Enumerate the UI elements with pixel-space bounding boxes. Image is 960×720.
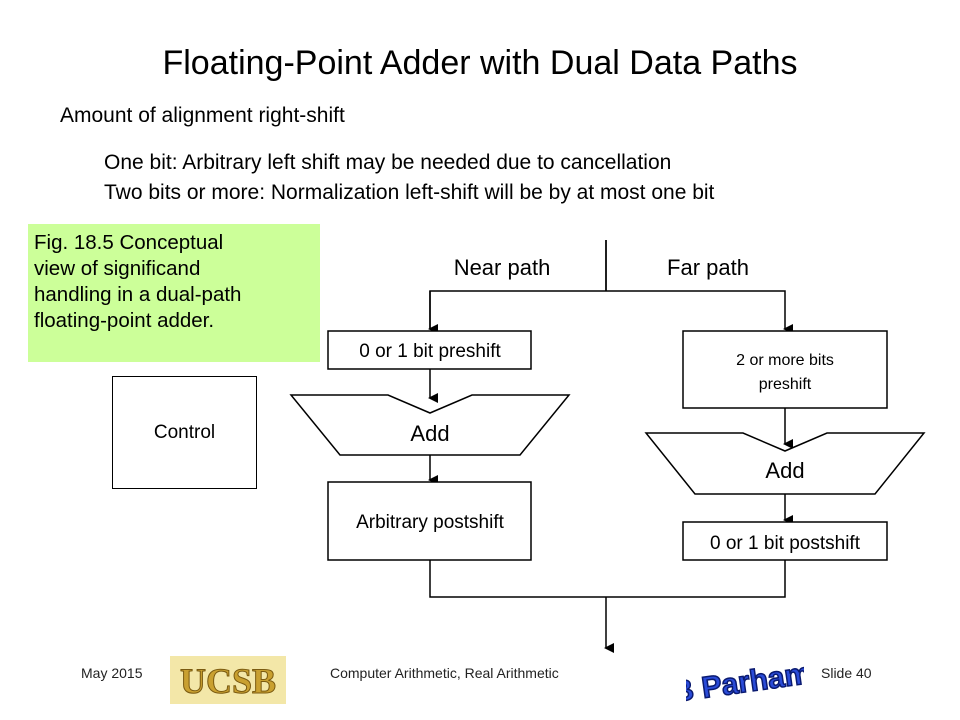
parhami-logo: B Parhami	[686, 655, 804, 706]
caption-line: Fig. 18.5 Conceptual	[34, 231, 224, 254]
near-adder-shape	[289, 394, 571, 456]
far-preshift-label-1: 2 or more bits	[736, 352, 834, 369]
footer-course: Computer Arithmetic, Real Arithmetic	[330, 665, 559, 681]
control-label: Control	[153, 421, 216, 443]
footer-date: May 2015	[81, 665, 143, 681]
svg-text:B Parhami: B Parhami	[686, 656, 804, 706]
control-box: Control	[112, 376, 257, 489]
caption-line: handling in a dual-path	[34, 283, 242, 306]
near-preshift-box	[327, 330, 532, 370]
far-postshift-label: 0 or 1 bit postshift	[710, 533, 861, 554]
far-preshift-label-2: preshift	[759, 376, 812, 393]
far-add-label: Add	[765, 458, 804, 483]
far-postshift-box	[682, 521, 888, 561]
far-preshift-box	[682, 330, 888, 409]
near-preshift-label: 0 or 1 bit preshift	[359, 341, 501, 362]
near-postshift-label: Arbitrary postshift	[356, 512, 505, 533]
svg-text:UCSB: UCSB	[180, 661, 276, 701]
far-adder-shape	[644, 432, 926, 495]
near-add-label: Add	[410, 421, 449, 446]
figure-caption: Fig. 18.5 Conceptual view of significand…	[28, 224, 320, 362]
slide-title: Floating-Point Adder with Dual Data Path…	[162, 44, 798, 82]
caption-line: floating-point adder.	[34, 309, 215, 332]
split-bar	[429, 290, 793, 334]
near-postshift-box	[327, 481, 532, 561]
bullet-one-bit: One bit: Arbitrary left shift may be nee…	[104, 151, 672, 174]
alignment-heading: Amount of alignment right-shift	[60, 104, 345, 127]
far-path-label: Far path	[667, 255, 749, 280]
footer-slide-number: Slide 40	[821, 665, 872, 681]
caption-line: view of significand	[34, 257, 201, 280]
ucsb-logo: UCSB	[170, 656, 286, 704]
merge-bar	[429, 560, 786, 598]
near-path-label: Near path	[454, 255, 551, 280]
bullet-two-bits: Two bits or more: Normalization left-shi…	[104, 181, 715, 204]
